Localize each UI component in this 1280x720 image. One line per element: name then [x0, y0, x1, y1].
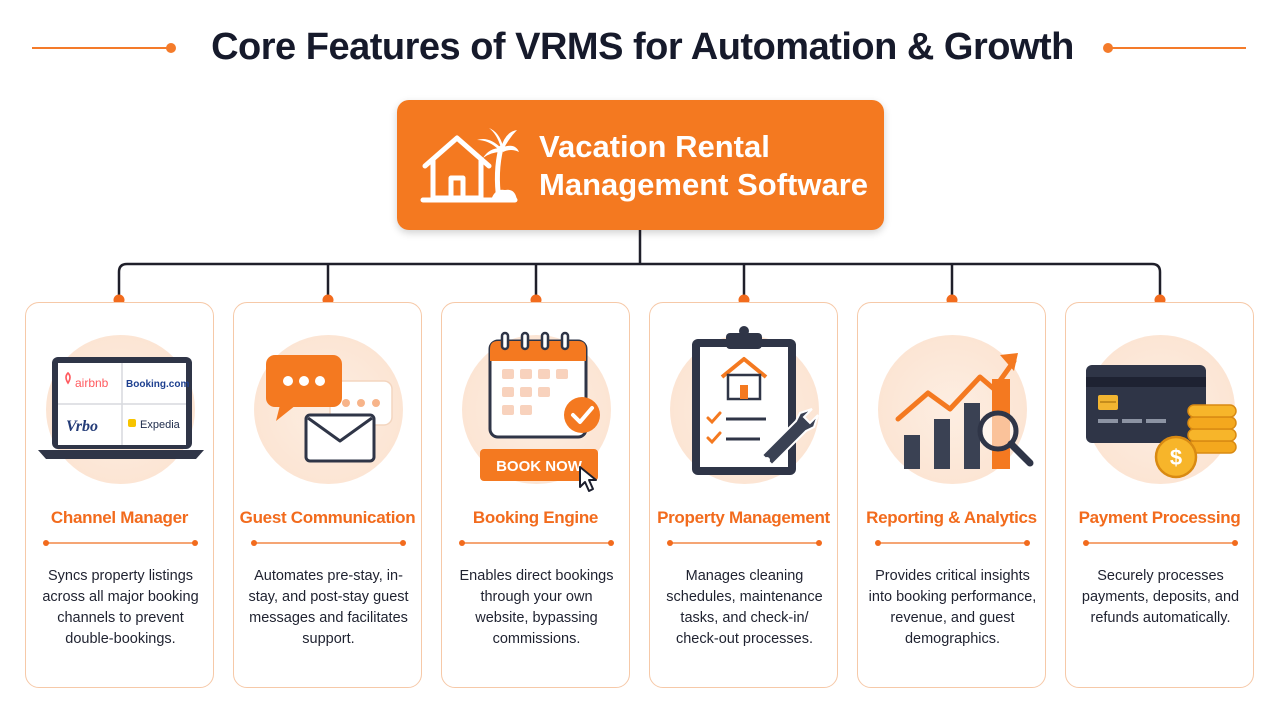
title-dot-right [1103, 43, 1113, 53]
channel-airbnb: airbnb [75, 376, 109, 390]
feature-divider [43, 540, 198, 546]
laptop-channels-icon: airbnb Booking.com Vrbo Expedia [38, 357, 204, 459]
title-dot-left [166, 43, 176, 53]
channel-expedia: Expedia [140, 419, 181, 431]
bar-chart-magnifier-icon [895, 353, 1034, 469]
feature-divider [251, 540, 406, 546]
feature-title: Payment Processing [1078, 508, 1241, 527]
feature-divider [1083, 540, 1238, 546]
feature-divider [875, 540, 1030, 546]
feature-description: Automates pre-stay, in-stay, and post-st… [248, 568, 409, 647]
title-rule-right [1112, 47, 1246, 49]
feature-card-booking-engine: BOOK NOW Booking Engine Enables direct b… [441, 302, 630, 688]
feature-title: Guest Communication [239, 508, 416, 527]
feature-description: Enables direct bookings through your own… [459, 568, 614, 647]
hub-title-line2: Management Software [539, 167, 869, 202]
feature-description: Syncs property listings across all major… [42, 568, 199, 647]
feature-divider [667, 540, 822, 546]
feature-card-property-management: Property Management Manages cleaning sch… [649, 302, 838, 688]
calendar-check-icon: BOOK NOW [480, 331, 600, 492]
feature-title: Reporting & Analytics [866, 508, 1037, 527]
hub-title: Vacation Rental Management Software [539, 128, 868, 204]
page-title: Core Features of VRMS for Automation & G… [211, 26, 1074, 68]
clipboard-wrench-icon [692, 326, 819, 475]
title-row: Core Features of VRMS for Automation & G… [0, 22, 1280, 78]
chat-envelope-icon [266, 355, 393, 463]
hub-title-line1: Vacation Rental [539, 129, 770, 164]
book-now-button-label: BOOK NOW [496, 458, 583, 475]
channel-vrbo: Vrbo [66, 418, 98, 435]
hub-box: Vacation Rental Management Software [397, 100, 884, 230]
feature-description: Provides critical insights into booking … [868, 568, 1037, 647]
feature-title: Booking Engine [472, 508, 599, 527]
beach-house-icon [420, 128, 519, 203]
feature-card-channel-manager: airbnb Booking.com Vrbo Expedia Channel … [25, 302, 214, 688]
credit-card-coins-icon: $ [1086, 365, 1237, 479]
feature-description: Securely processes payments, deposits, a… [1081, 568, 1240, 626]
channel-booking: Booking.com [126, 379, 189, 390]
feature-card-guest-communication: Guest Communication Automates pre-stay, … [233, 302, 422, 688]
feature-title: Channel Manager [50, 508, 189, 527]
feature-divider [459, 540, 614, 546]
feature-card-reporting-analytics: Reporting & Analytics Provides critical … [857, 302, 1046, 688]
feature-description: Manages cleaning schedules, maintenance … [666, 568, 823, 647]
feature-title: Property Management [657, 508, 830, 527]
feature-card-payment-processing: $ Payment Processing Securely processes … [1065, 302, 1254, 688]
title-rule-left [32, 47, 168, 49]
svg-text:$: $ [1170, 445, 1182, 470]
